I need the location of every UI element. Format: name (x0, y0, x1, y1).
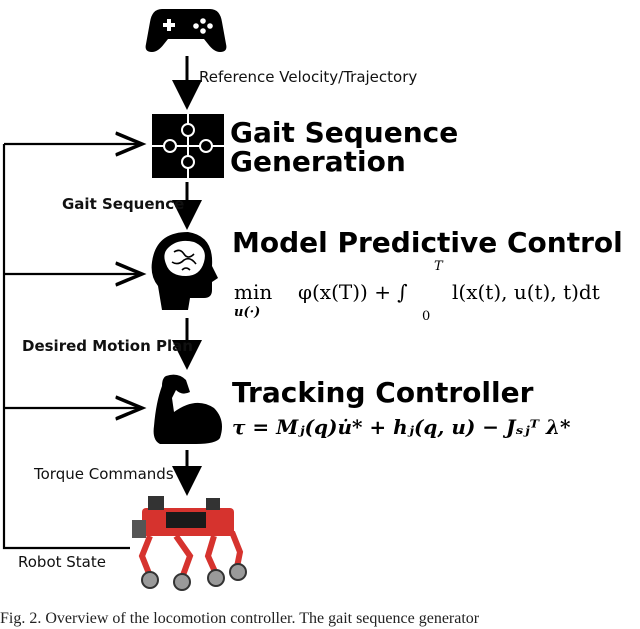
tracking-equation: τ = Mⱼ(q)u̇* + hⱼ(q, u) − Jₛⱼᵀ λ* (232, 415, 571, 439)
quadruped-robot-icon (132, 496, 247, 591)
edge-label-motion-plan: Desired Motion Plan (22, 337, 193, 355)
mpc-integrand: l(x(t), u(t), t)dt (452, 280, 600, 304)
figure-caption: Fig. 2. Overview of the locomotion contr… (0, 610, 480, 627)
mpc-min-sub: u(·) (234, 305, 260, 320)
mpc-integral-lower: 0 (422, 309, 430, 324)
mpc-min: min (234, 280, 272, 304)
mpc-objective: φ(x(T)) + ∫ (298, 280, 408, 304)
edge-label-gait-sequence: Gait Sequence (62, 195, 184, 213)
flexed-arm-icon (153, 374, 222, 444)
edge-label-torque: Torque Commands (33, 465, 174, 483)
tracking-title: Tracking Controller (232, 376, 534, 409)
mpc-title: Model Predictive Control (232, 226, 623, 259)
feedback-loop (2, 144, 142, 550)
edge-label-reference: Reference Velocity/Trajectory (199, 68, 417, 86)
gait-title-line1: Gait Sequence (230, 116, 458, 149)
brain-head-icon (151, 232, 218, 310)
mpc-integral-upper: T (434, 259, 444, 274)
gamepad-icon (145, 9, 227, 52)
edge-label-robot-state: Robot State (18, 553, 106, 571)
gait-title-line2: Generation (230, 145, 406, 178)
puzzle-icon (152, 114, 224, 178)
